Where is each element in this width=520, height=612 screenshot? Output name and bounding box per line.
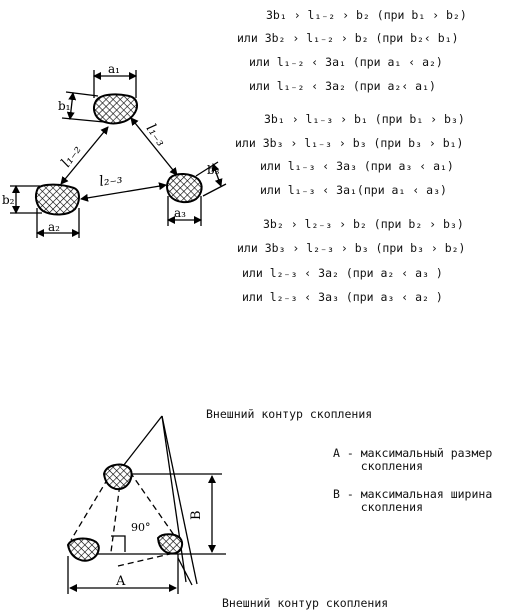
contour-inclusion-right <box>156 533 184 555</box>
contour-inclusion-left <box>66 537 100 562</box>
inclusion-1 <box>93 93 138 125</box>
distance-1-2 <box>60 126 109 185</box>
ineq-1-3: или l₁₋₂ ‹ 3a₁ (при a₁ ‹ a₂) <box>249 55 443 69</box>
label-l23: l₂₋₃ <box>98 170 124 189</box>
caption-outer-contour-bottom: Внешний контур скопления <box>222 596 389 610</box>
ineq-2-4: или l₁₋₃ ‹ 3a₁(при a₁ ‹ a₃) <box>260 183 447 197</box>
label-a2: a₂ <box>48 220 60 234</box>
ineq-2-2: или 3b₃ › l₁₋₃ › b₃ (при b₃ › b₁) <box>235 136 464 150</box>
contour-inclusion-top <box>102 463 133 491</box>
legend-B: В - максимальная ширина скопления <box>333 487 493 514</box>
contour-diagram <box>66 415 226 594</box>
ineq-1-4: или l₁₋₂ ‹ 3a₂ (при a₂‹ a₁) <box>249 79 436 93</box>
label-A: A <box>115 574 126 589</box>
inclusion-2 <box>34 183 80 216</box>
distance-2-3 <box>80 182 167 202</box>
ineq-3-1: 3b₂ › l₂₋₃ › b₂ (при b₂ › b₃) <box>263 217 464 231</box>
label-b2: b₂ <box>2 193 15 207</box>
label-l13: l₁₋₃ <box>143 121 170 149</box>
ineq-1-1: 3b₁ › l₁₋₂ › b₂ (при b₁ › b₂) <box>266 8 467 22</box>
ineq-2-3: или l₁₋₃ ‹ 3a₃ (при a₃ ‹ a₁) <box>260 159 454 173</box>
inclusion-3 <box>166 173 203 204</box>
ineq-1-2: или 3b₂ › l₁₋₂ › b₂ (при b₂‹ b₁) <box>237 31 459 45</box>
label-b3: b₃ <box>207 163 220 177</box>
ineq-2-1: 3b₁ › l₁₋₃ › b₁ (при b₁ › b₃) <box>264 112 465 126</box>
label-a1: a₁ <box>108 62 120 76</box>
distance-1-3 <box>130 117 178 176</box>
label-B: B <box>189 510 204 520</box>
label-angle: 90° <box>131 521 151 534</box>
ineq-3-3: или l₂₋₃ ‹ 3a₂ (при a₂ ‹ a₃ ) <box>242 266 443 280</box>
label-l12: l₁₋₂ <box>58 142 85 170</box>
ineq-3-4: или l₂₋₃ ‹ 3a₃ (при a₃ ‹ a₂ ) <box>242 290 443 304</box>
ineq-3-2: или 3b₃ › l₂₋₃ › b₃ (при b₃ › b₂) <box>237 241 466 255</box>
label-b1: b₁ <box>58 99 71 113</box>
caption-outer-contour-top: Внешний контур скопления <box>206 407 373 421</box>
inclusion-diagram <box>10 70 227 238</box>
label-a3: a₃ <box>174 206 186 220</box>
legend-A: А - максимальный размер скопления <box>333 446 493 473</box>
